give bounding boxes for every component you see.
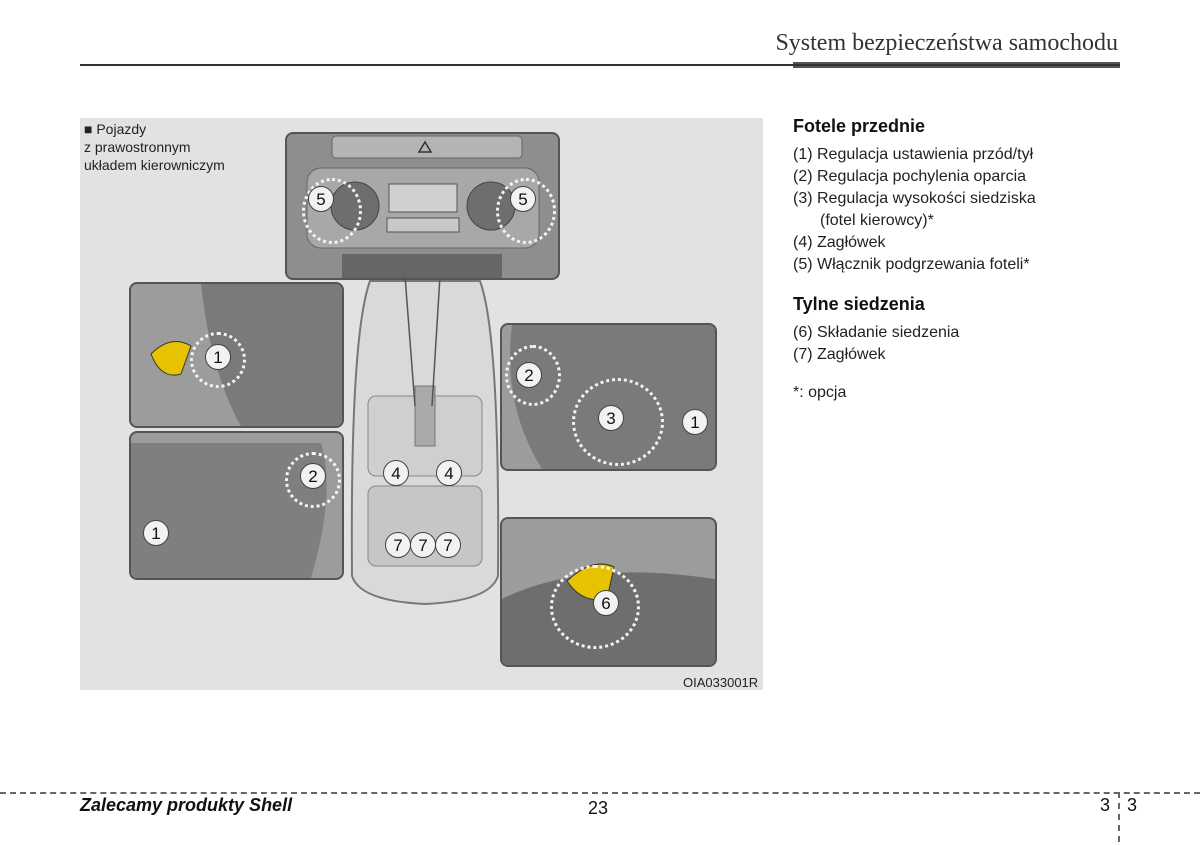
highlight-ring [190,332,246,388]
callout-7-c: 7 [435,532,461,558]
figure-code: OIA033001R [683,675,759,690]
header-rule [80,64,1120,66]
option-note: *: opcja [793,384,847,401]
legend-item: (6) Składanie siedzenia [793,324,960,341]
legend-item: (3) Regulacja wysokości siedziska [793,190,1036,207]
legend-item: (4) Zagłówek [793,234,886,251]
figure-note-line: ■ Pojazdy [84,121,147,137]
figure-note-line: z prawostronnym [84,139,191,155]
highlight-ring [496,178,556,244]
highlight-ring [505,345,561,406]
front-seats-title: Fotele przednie [793,116,926,136]
callout-1-upper: 1 [205,344,231,370]
dashboard-drawing [306,135,540,278]
seat-drawing [131,443,327,578]
highlight-ring [572,378,664,466]
legend-item: (1) Regulacja ustawienia przód/tył [793,146,1034,163]
climate-panel-illustration [285,132,560,280]
callout-4-left: 4 [383,460,409,486]
callout-7-a: 7 [385,532,411,558]
chapter-number: 3 [1100,795,1111,815]
callout-5-right: 5 [510,186,536,212]
legend-item: (5) Włącznik podgrzewania foteli* [793,256,1030,273]
page-header-title: System bezpieczeństwa samochodu [775,30,1118,56]
footer-divider [1118,792,1120,842]
figure-note: ■ Pojazdy z prawostronnym układem kierow… [84,120,284,174]
legend-item: (7) Zagłówek [793,346,886,363]
footer-rule [0,792,1200,794]
callout-2-right: 2 [516,362,542,388]
callout-5-left: 5 [308,186,334,212]
page-number: 23 [588,798,609,818]
footer-brand: Zalecamy produkty Shell [80,795,293,815]
callout-6: 6 [593,590,619,616]
callout-7-b: 7 [410,532,436,558]
legend-item: (fotel kierowcy)* [820,212,934,229]
callout-4-right: 4 [436,460,462,486]
seat-legend: Fotele przednie (1) Regulacja ustawienia… [793,116,1123,402]
callout-1-right: 1 [682,409,708,435]
highlight-ring [285,452,341,508]
rear-seats-title: Tylne siedzenia [793,294,925,314]
figure-note-line: układem kierowniczym [84,157,225,173]
callout-2-left: 2 [300,463,326,489]
callout-1-lower: 1 [143,520,169,546]
callout-3: 3 [598,405,624,431]
chapter-page-number: 3 [1127,795,1138,815]
legend-item: (2) Regulacja pochylenia oparcia [793,168,1027,185]
highlight-ring [302,178,362,244]
seat-drawing [150,284,342,426]
highlight-ring [550,565,640,649]
